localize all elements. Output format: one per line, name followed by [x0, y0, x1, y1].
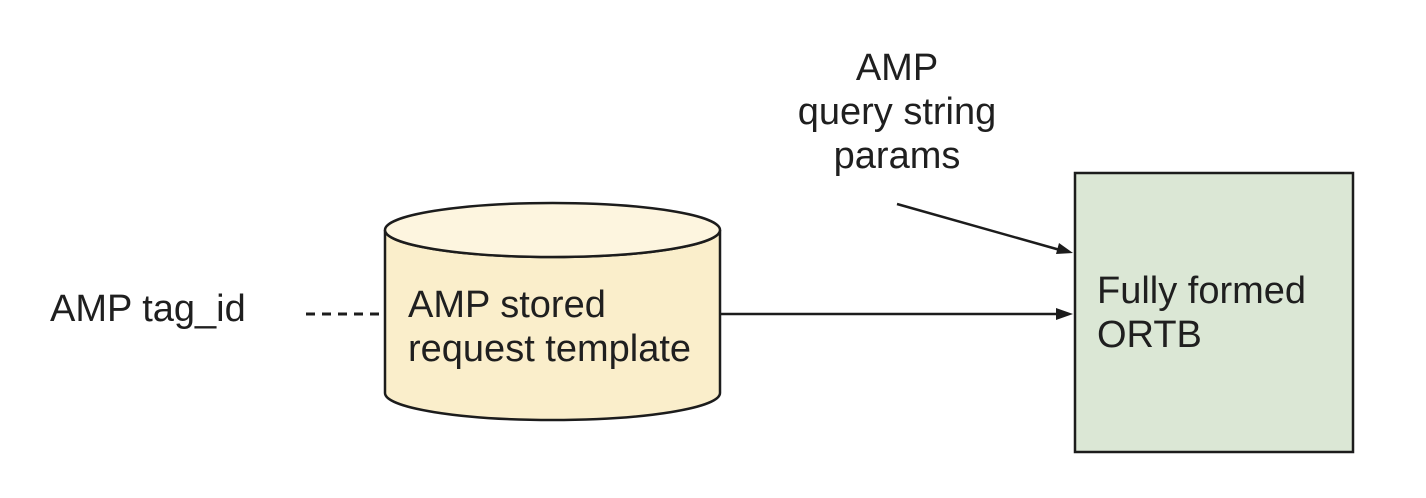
node-ortb-label: Fully formed ORTB — [1097, 269, 1306, 357]
edge-queryparams-to-ortb-line — [896, 202, 1061, 252]
edge-template-to-ortb-arrow — [720, 308, 1073, 320]
label-line: AMP stored — [408, 284, 606, 326]
label-line: ORTB — [1097, 314, 1202, 356]
node-tag-id-label: AMP tag_id — [50, 288, 246, 330]
node-ortb-box — [1073, 171, 1355, 454]
node-stored-request-label: AMP stored request template — [408, 283, 691, 371]
edge-template-to-ortb-arrowhead-icon — [1056, 308, 1073, 320]
node-stored-request-cylinder — [383, 201, 722, 422]
cylinder-top — [383, 201, 722, 259]
label-line: AMP — [855, 47, 939, 89]
label-line: request template — [408, 328, 692, 370]
edge-queryparams-to-ortb-arrow — [896, 202, 1073, 254]
label-line: Fully formed — [1097, 270, 1307, 312]
label-line: query string — [797, 91, 997, 133]
label-line: params — [833, 135, 961, 177]
node-query-params-label: AMP query string params — [737, 46, 1057, 178]
edge-queryparams-to-ortb-arrowhead-icon — [1056, 243, 1073, 254]
